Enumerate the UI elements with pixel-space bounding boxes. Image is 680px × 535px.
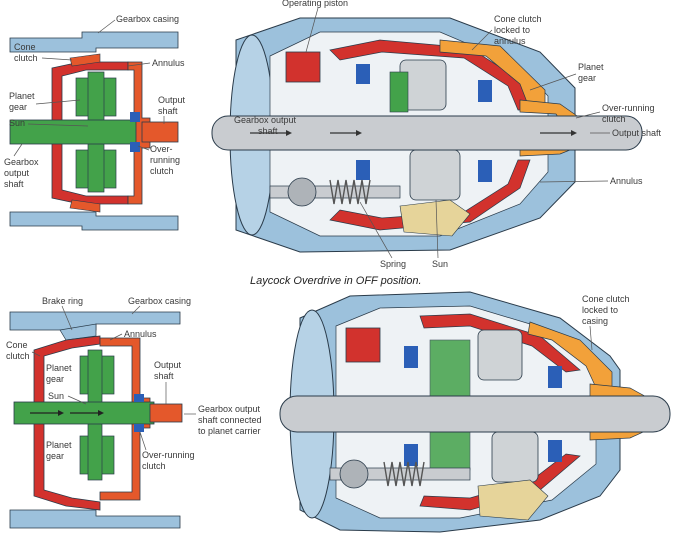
label-cone-locked-3: casing	[582, 316, 608, 326]
label-gearbox-output-1: Gearbox	[4, 157, 39, 167]
oil-sump	[477, 479, 549, 521]
output-shaft	[141, 121, 179, 143]
bearing-2	[478, 80, 492, 102]
label-output-shaft-2: shaft	[158, 106, 178, 116]
label-operating-piston: Operating piston	[282, 0, 348, 8]
label-cone-clutch-2: clutch	[14, 53, 38, 63]
label-planet-gear-2: gear	[9, 102, 27, 112]
brake-ring	[59, 323, 97, 341]
gearbox-casing-bottom	[9, 211, 179, 231]
label-cone-locked-3: annulus	[494, 36, 526, 46]
label-over-running-2: clutch	[142, 461, 166, 471]
operating-piston	[285, 51, 321, 83]
annulus-drum	[127, 61, 151, 205]
label-gearbox-output-1: Gearbox output	[234, 115, 297, 125]
label-cone-clutch-1: Cone	[6, 340, 28, 350]
operating-piston	[345, 327, 381, 363]
gearbox-output-shaft	[9, 119, 137, 145]
label-over-running-2: running	[150, 155, 180, 165]
bearing-3	[478, 160, 492, 182]
cone-clutch	[69, 53, 101, 213]
bearing-4	[404, 444, 418, 466]
label-cone-locked-1: Cone clutch	[582, 294, 630, 304]
gearbox-casing-top	[9, 31, 179, 53]
output-shaft	[149, 403, 183, 423]
bearing-4	[356, 160, 370, 180]
label-over-running-1: Over-running	[142, 450, 195, 460]
bearing-3	[548, 440, 562, 462]
sun-gear	[409, 149, 461, 201]
label-cone-locked-1: Cone clutch	[494, 14, 542, 24]
label-cone-clutch-2: clutch	[6, 351, 30, 361]
label-sun: Sun	[9, 118, 25, 128]
main-shaft	[211, 115, 643, 151]
label-gearbox-output-3: shaft	[4, 179, 24, 189]
label-output-shaft-2: shaft	[154, 371, 174, 381]
label-planet-gear-bottom-1: Planet	[46, 440, 72, 450]
over-running-clutch	[134, 394, 144, 402]
over-running-clutch	[130, 112, 140, 122]
bottom-schematic: Brake ring Gearbox casing Annulus Cone c…	[6, 296, 262, 529]
cone-clutch	[33, 335, 101, 511]
bearing-1	[404, 346, 418, 368]
label-planet-gear-top-2: gear	[46, 374, 64, 384]
label-spring: Spring	[380, 259, 406, 269]
label-planet-gear-1: Planet	[578, 62, 604, 72]
label-gearbox-output-3: to planet carrier	[198, 426, 261, 436]
label-planet-gear-bottom-2: gear	[46, 451, 64, 461]
main-shaft	[279, 395, 671, 433]
top-cutaway: Operating piston Cone clutch locked to a…	[211, 0, 662, 269]
label-over-running-1: Over-	[150, 144, 173, 154]
label-cone-clutch-1: Cone	[14, 42, 36, 52]
bottom-cutaway: Cone clutch locked to casing	[279, 291, 671, 533]
label-gearbox-output-2: shaft connected	[198, 415, 262, 425]
label-gearbox-output-2: output	[4, 168, 30, 178]
spring	[383, 461, 425, 487]
spring	[329, 179, 371, 205]
sun-gear	[491, 431, 539, 483]
bearing-2	[548, 366, 562, 388]
oil-sump	[399, 199, 471, 237]
label-annulus: Annulus	[610, 176, 643, 186]
label-gearbox-casing: Gearbox casing	[128, 296, 191, 306]
label-sun: Sun	[48, 391, 64, 401]
top-schematic: Gearbox casing Cone clutch Annulus Plane…	[4, 14, 186, 231]
bearing-1	[356, 64, 370, 84]
label-output-shaft-1: Output	[154, 360, 182, 370]
label-over-running-3: clutch	[150, 166, 174, 176]
planet-gear-upper	[477, 329, 523, 381]
label-output-shaft-1: Output	[158, 95, 186, 105]
label-planet-gear-1: Planet	[9, 91, 35, 101]
label-over-running-2: clutch	[602, 114, 626, 124]
figure-caption: Laycock Overdrive in OFF position.	[250, 275, 422, 287]
label-planet-gear-2: gear	[578, 73, 596, 83]
label-sun: Sun	[432, 259, 448, 269]
label-annulus: Annulus	[124, 329, 157, 339]
label-output-shaft: Output shaft	[612, 128, 662, 138]
label-cone-locked-2: locked to	[494, 25, 530, 35]
label-gearbox-output-2: shaft	[258, 126, 278, 136]
green-carrier	[389, 71, 409, 113]
label-brake-ring: Brake ring	[42, 296, 83, 306]
label-gearbox-casing: Gearbox casing	[116, 14, 179, 24]
label-planet-gear-top-1: Planet	[46, 363, 72, 373]
label-cone-locked-2: locked to	[582, 305, 618, 315]
label-over-running-1: Over-running	[602, 103, 655, 113]
label-gearbox-output-1: Gearbox output	[198, 404, 261, 414]
gearbox-casing-bottom	[9, 509, 181, 529]
label-annulus: Annulus	[152, 58, 185, 68]
